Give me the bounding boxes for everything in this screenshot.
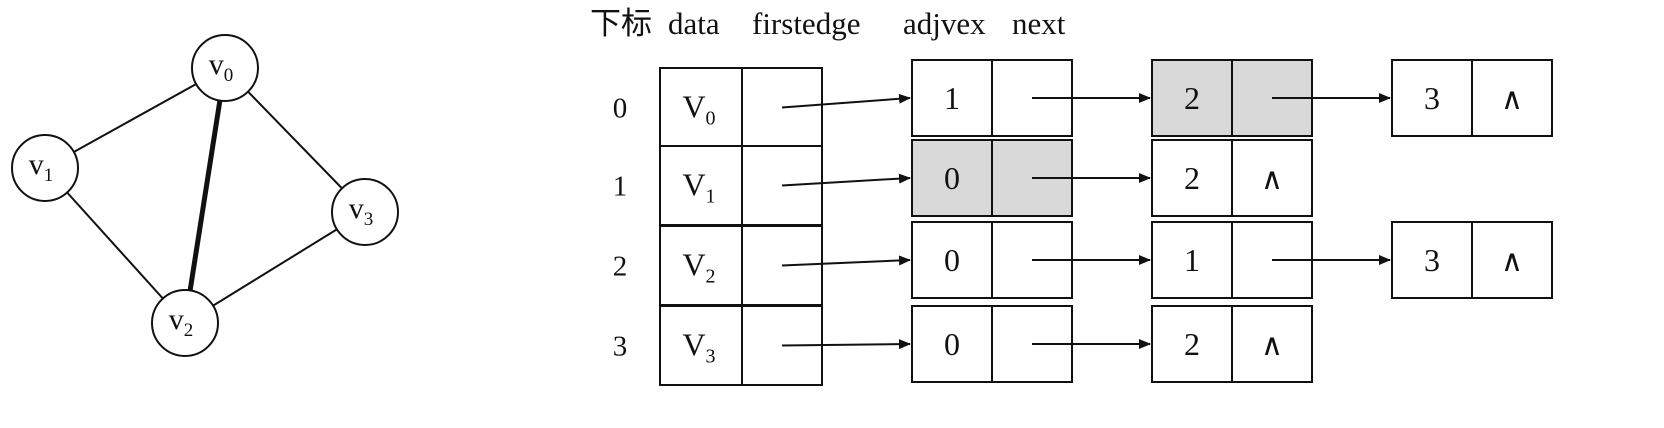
vertex-label: v1 — [29, 148, 54, 186]
row-index: 0 — [613, 93, 628, 125]
vertex-circle — [191, 34, 259, 102]
edge-node: 3∧ — [1391, 221, 1553, 299]
firstedge-arrow — [781, 255, 911, 267]
header-adjvex: adjvex — [903, 6, 986, 41]
null-pointer-symbol: ∧ — [1261, 329, 1283, 362]
firstedge-arrow — [781, 93, 911, 109]
edge-node: 0 — [911, 221, 1151, 299]
adjvex-value: 3 — [1424, 80, 1440, 116]
vertex-circle — [151, 289, 219, 357]
graph-edge-v0-v2 — [182, 67, 228, 324]
adjvex-value: 2 — [1184, 80, 1200, 116]
graph-edge-v1-v2 — [44, 167, 186, 324]
adjvex-value: 3 — [1424, 242, 1440, 278]
row-index: 2 — [613, 251, 628, 283]
graph-vertex-v0: v0 — [191, 34, 259, 102]
null-pointer-symbol: ∧ — [1261, 163, 1283, 196]
vertex-circle — [11, 134, 79, 202]
adjvex-value: 0 — [944, 160, 960, 196]
firstedge-arrow — [781, 173, 911, 187]
edge-node: 3∧ — [1391, 59, 1553, 137]
vertex-head-node: V0 — [659, 67, 823, 148]
vertex-data-label: V0 — [682, 89, 715, 130]
header-firstedge: firstedge — [752, 6, 860, 41]
null-pointer-symbol: ∧ — [1501, 245, 1523, 278]
vertex-data-label: V1 — [682, 167, 715, 208]
vertex-data-label: V3 — [682, 327, 715, 368]
graph-vertex-v2: v2 — [151, 289, 219, 357]
graph-vertex-v1: v1 — [11, 134, 79, 202]
edge-node: 2∧ — [1151, 305, 1313, 383]
column-header-row: 下标 data firstedge adjvex next — [590, 6, 1066, 41]
undirected-graph: v0 v1 v2 v3 — [11, 34, 399, 357]
graph-vertex-v3: v3 — [331, 178, 399, 246]
row-index: 1 — [613, 171, 628, 203]
edge-node: 0 — [911, 139, 1151, 217]
adjvex-value: 0 — [944, 242, 960, 278]
adjvex-value: 2 — [1184, 160, 1200, 196]
vertex-circle — [331, 178, 399, 246]
vertex-label: v2 — [169, 303, 194, 341]
null-pointer-symbol: ∧ — [1501, 83, 1523, 116]
edge-node: 1 — [1151, 221, 1391, 299]
vertex-data-label: V2 — [682, 247, 715, 288]
adjvex-value: 1 — [1184, 242, 1200, 278]
header-next: next — [1012, 6, 1066, 41]
header-index: 下标 — [590, 6, 652, 41]
adjvex-value: 1 — [944, 80, 960, 116]
firstedge-arrow — [781, 339, 911, 350]
graph-edge-v0-v1 — [44, 67, 226, 169]
adjvex-value: 2 — [1184, 326, 1200, 362]
row-index: 3 — [613, 331, 628, 363]
edge-node: 0 — [911, 305, 1151, 383]
header-data: data — [668, 6, 720, 41]
vertex-label: v3 — [349, 192, 374, 230]
edge-node: 2 — [1151, 59, 1391, 137]
graph-edge-v2-v3 — [184, 211, 366, 324]
edge-node: 2∧ — [1151, 139, 1313, 217]
adjvex-value: 0 — [944, 326, 960, 362]
edge-node: 1 — [911, 59, 1151, 137]
vertex-label: v0 — [209, 48, 234, 86]
